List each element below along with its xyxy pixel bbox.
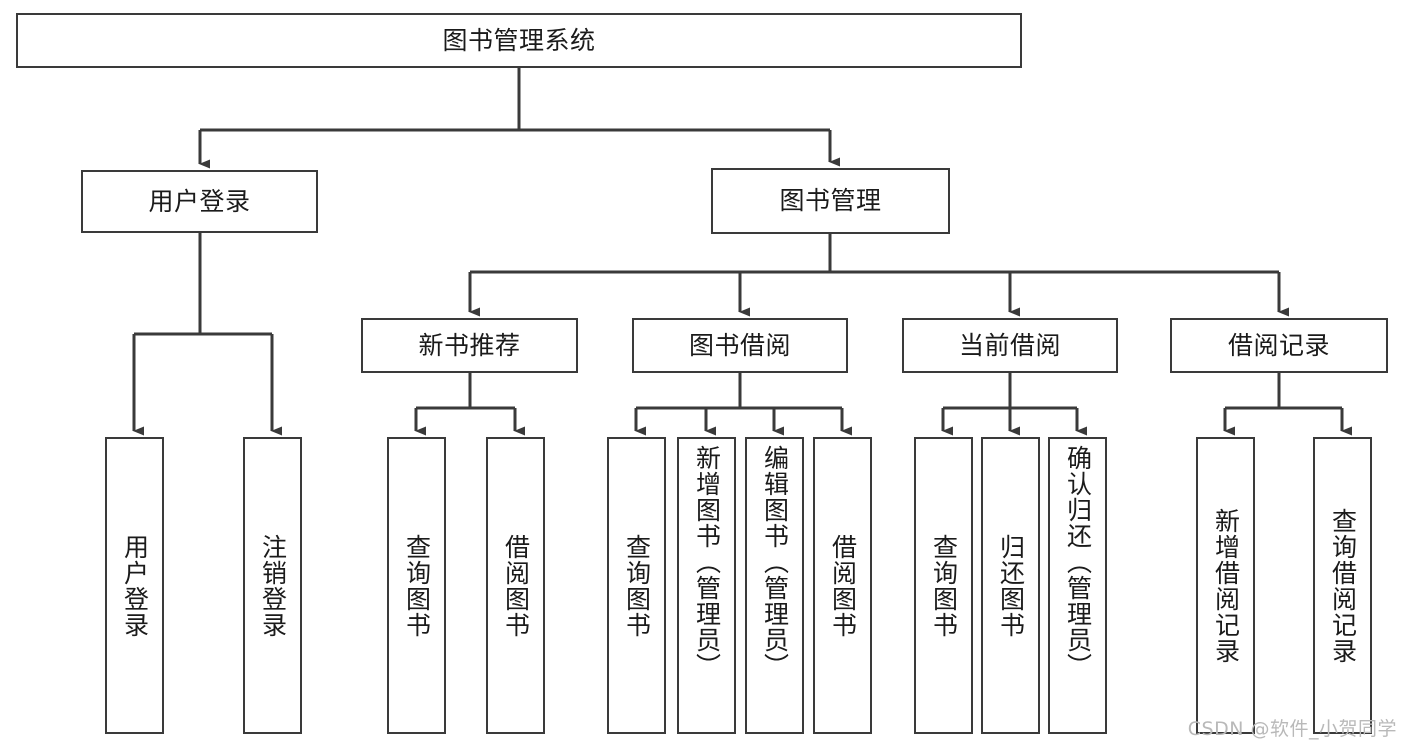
node-label: 当前借阅 xyxy=(958,330,1061,360)
leaf-query-book-current[interactable]: 查询图书 xyxy=(914,437,973,734)
leaf-text-wrap: 新增图书（管理员） xyxy=(679,439,734,738)
leaf-text-wrap: 借阅图书 xyxy=(488,439,543,732)
leaf-borrow-book-borrow[interactable]: 借阅图书 xyxy=(813,437,872,734)
leaf-text-wrap: 查询图书 xyxy=(609,439,664,732)
node-label: 用户登录 xyxy=(120,533,150,638)
node-book-management[interactable]: 图书管理 xyxy=(711,168,950,234)
node-label: 编辑图书（管理员） xyxy=(760,445,790,679)
leaf-text-wrap: 确认归还（管理员） xyxy=(1050,439,1105,738)
leaf-text-wrap: 查询借阅记录 xyxy=(1315,439,1370,732)
leaf-borrow-book-newbook[interactable]: 借阅图书 xyxy=(486,437,545,734)
leaf-logout[interactable]: 注销登录 xyxy=(243,437,302,734)
leaf-query-book-borrow[interactable]: 查询图书 xyxy=(607,437,666,734)
node-label: 注销登录 xyxy=(258,533,288,638)
leaf-add-borrow-record[interactable]: 新增借阅记录 xyxy=(1196,437,1255,734)
leaf-text-wrap: 编辑图书（管理员） xyxy=(747,439,802,738)
node-current-borrow[interactable]: 当前借阅 xyxy=(902,318,1118,373)
leaf-text-wrap: 注销登录 xyxy=(245,439,300,732)
leaf-text-wrap: 归还图书 xyxy=(983,439,1038,732)
leaf-text-wrap: 借阅图书 xyxy=(815,439,870,732)
node-label: 新增借阅记录 xyxy=(1211,507,1241,664)
node-label: 借阅图书 xyxy=(828,533,858,638)
node-label: 确认归还（管理员） xyxy=(1063,445,1093,679)
node-label: 图书借阅 xyxy=(688,330,791,360)
node-label: 查询借阅记录 xyxy=(1328,507,1358,664)
node-label: 查询图书 xyxy=(622,533,652,638)
node-label: 图书管理 xyxy=(779,186,882,216)
leaf-add-book-admin[interactable]: 新增图书（管理员） xyxy=(677,437,736,734)
node-new-book-recommend[interactable]: 新书推荐 xyxy=(361,318,578,373)
node-borrow-record[interactable]: 借阅记录 xyxy=(1170,318,1388,373)
leaf-edit-book-admin[interactable]: 编辑图书（管理员） xyxy=(745,437,804,734)
node-book-borrow[interactable]: 图书借阅 xyxy=(632,318,848,373)
leaf-confirm-return-admin[interactable]: 确认归还（管理员） xyxy=(1048,437,1107,734)
leaf-user-login[interactable]: 用户登录 xyxy=(105,437,164,734)
leaf-text-wrap: 用户登录 xyxy=(107,439,162,732)
node-label: 查询图书 xyxy=(402,533,432,638)
node-label: 用户登录 xyxy=(148,186,251,216)
node-label: 借阅记录 xyxy=(1227,330,1330,360)
leaf-text-wrap: 查询图书 xyxy=(389,439,444,732)
leaf-text-wrap: 查询图书 xyxy=(916,439,971,732)
node-label: 新书推荐 xyxy=(418,330,521,360)
node-label: 借阅图书 xyxy=(501,533,531,638)
leaf-query-book-newbook[interactable]: 查询图书 xyxy=(387,437,446,734)
node-user-login[interactable]: 用户登录 xyxy=(81,170,318,233)
leaf-query-borrow-record[interactable]: 查询借阅记录 xyxy=(1313,437,1372,734)
node-label: 新增图书（管理员） xyxy=(692,445,722,679)
node-label: 图书管理系统 xyxy=(442,25,596,55)
node-root-system[interactable]: 图书管理系统 xyxy=(16,13,1022,68)
node-label: 归还图书 xyxy=(996,533,1026,638)
leaf-text-wrap: 新增借阅记录 xyxy=(1198,439,1253,732)
node-label: 查询图书 xyxy=(929,533,959,638)
csdn-watermark: CSDN @软件_小贺同学 xyxy=(1187,718,1397,740)
leaf-return-book[interactable]: 归还图书 xyxy=(981,437,1040,734)
